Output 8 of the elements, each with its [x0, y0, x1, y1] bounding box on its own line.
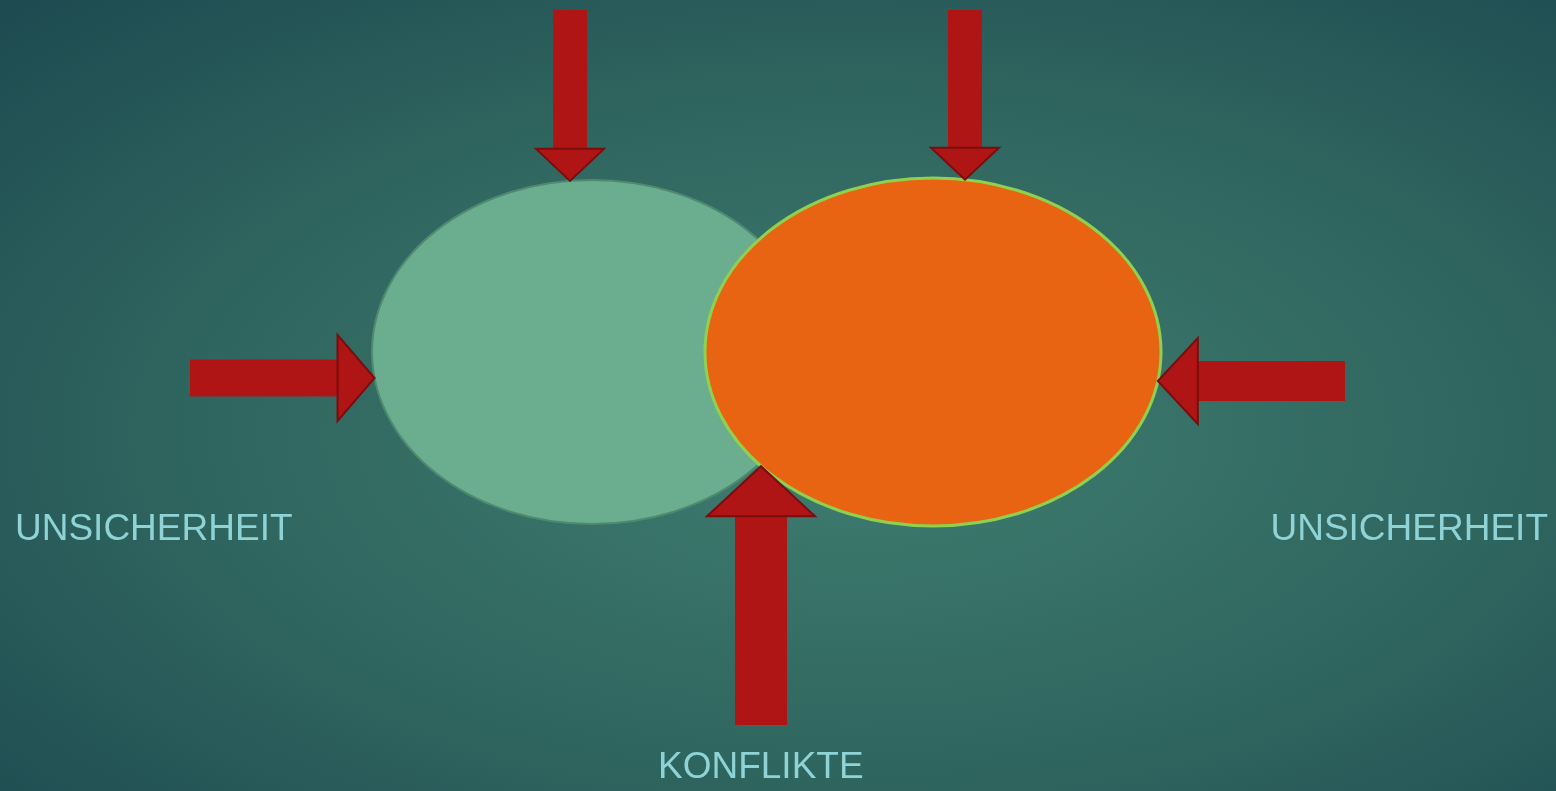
label-text: UNSICHERHEIT	[15, 508, 293, 549]
block-arrow	[706, 465, 816, 725]
block-arrow	[930, 10, 1000, 181]
block-arrow	[1156, 337, 1345, 425]
block-arrow	[190, 334, 376, 422]
label-text: UNSICHERHEIT	[1270, 508, 1548, 549]
label-text: KONFLIKTE	[658, 746, 864, 787]
block-arrow	[535, 10, 605, 182]
